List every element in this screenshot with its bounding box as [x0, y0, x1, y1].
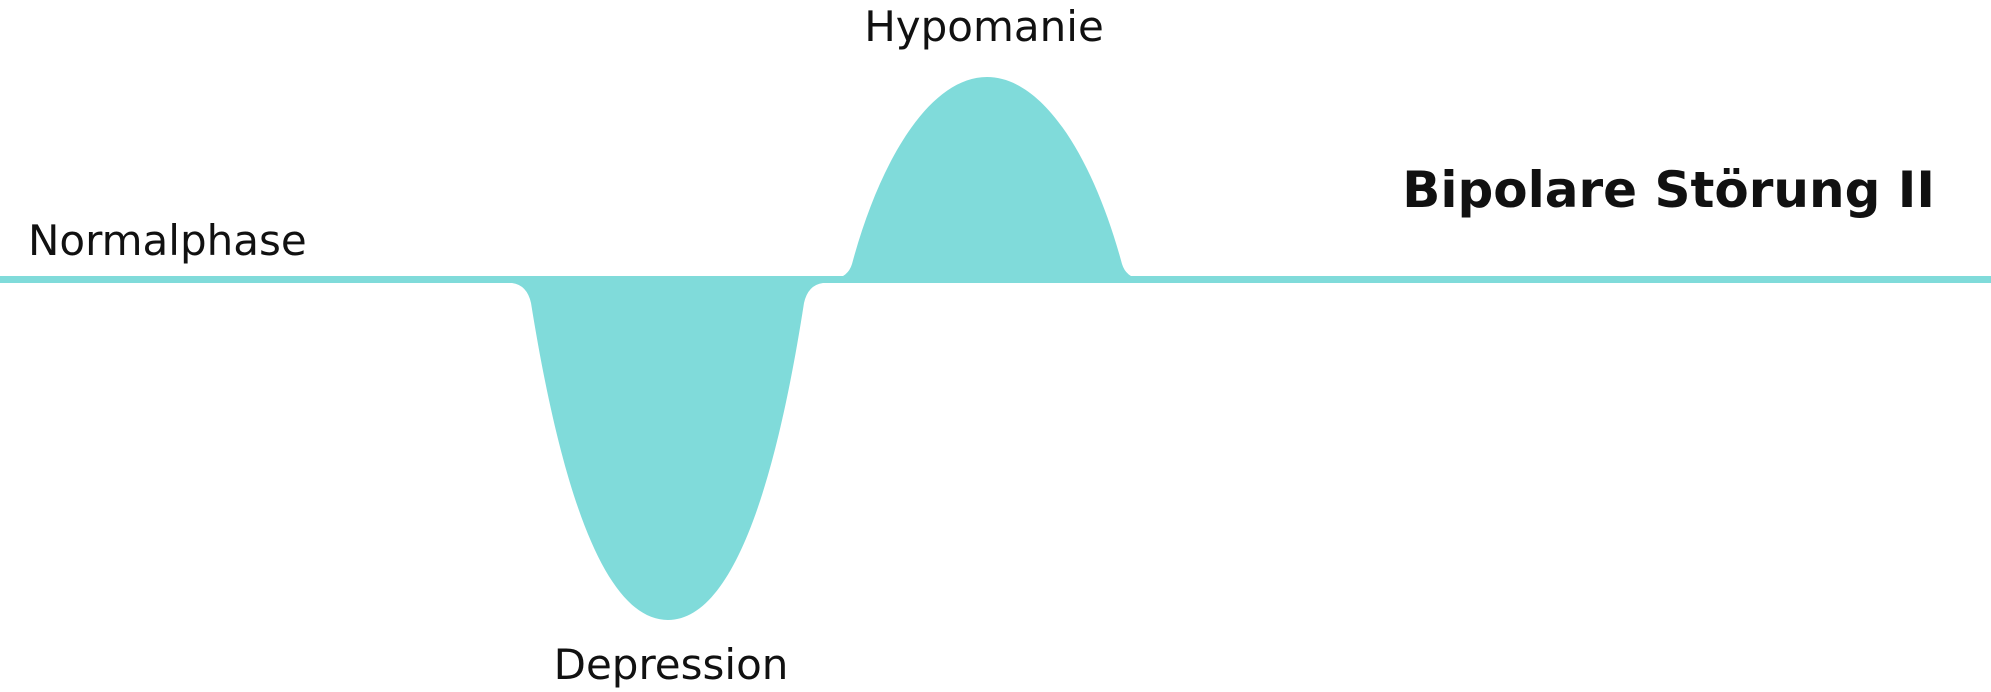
depression-label: Depression	[553, 640, 789, 689]
diagram-title: Bipolare Störung II	[1402, 161, 1935, 219]
hypomania-wave	[828, 77, 1146, 279]
depression-wave	[505, 280, 830, 620]
hypomania-label: Hypomanie	[864, 2, 1104, 51]
normal-phase-label: Normalphase	[28, 216, 307, 265]
baseline-line	[0, 276, 1991, 283]
